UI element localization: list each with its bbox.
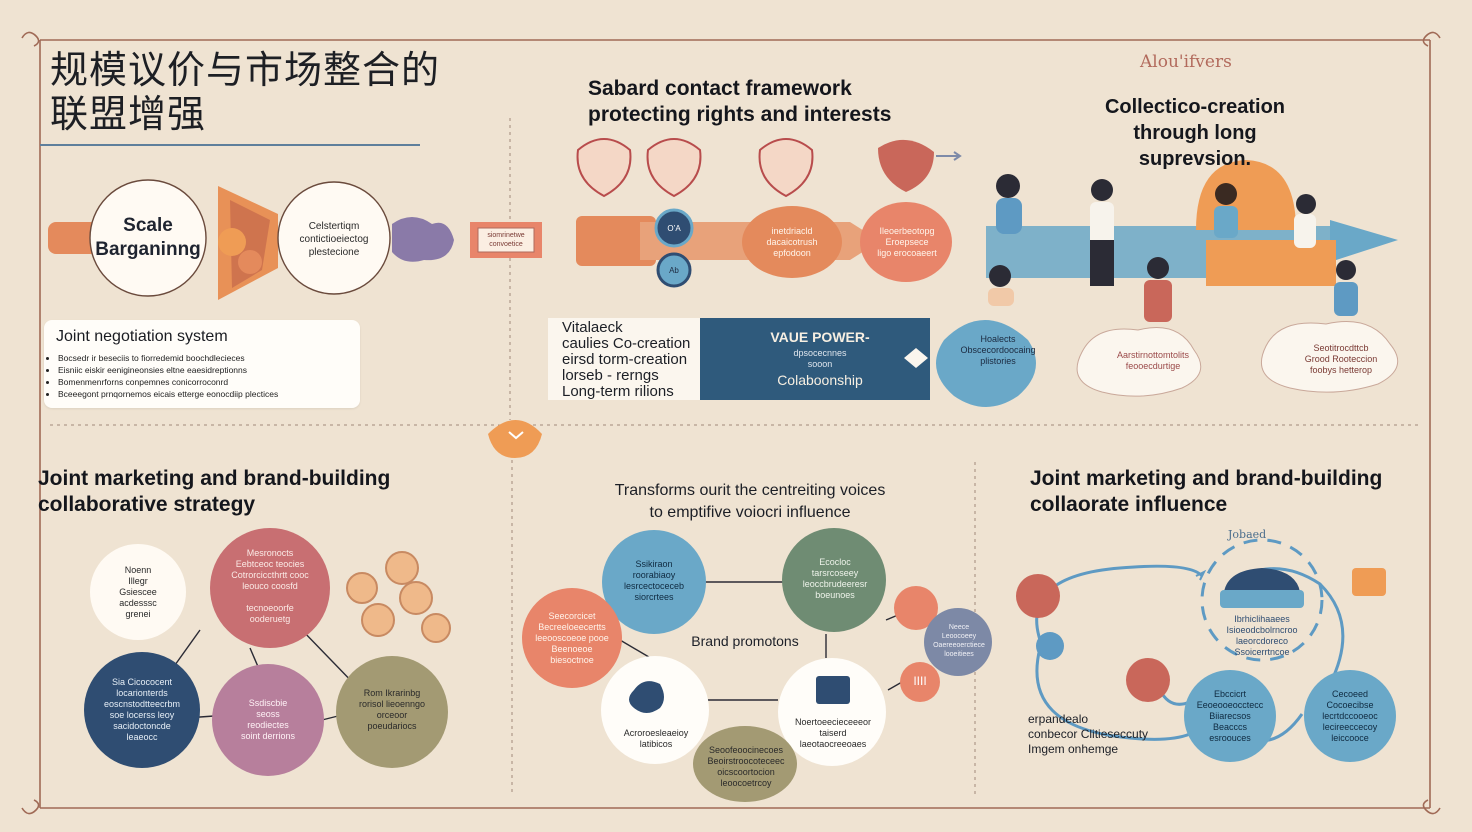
second-circle	[277, 181, 391, 295]
section1-graphics	[48, 179, 542, 300]
negotiation-item: Bceeegont prnqornemos eicais etterge eon…	[58, 388, 360, 400]
banner-footer: Colaboonship	[777, 372, 863, 388]
dot-a-label: O’A	[667, 223, 681, 233]
s4-white-label: Noenn Illegr Gsiescee acdesssc grenei	[119, 564, 157, 619]
blob-1	[218, 228, 246, 256]
cloud-c-shape	[1261, 321, 1399, 393]
banner-left-text: Vitalaeck caulies Co-creation eirsd torm…	[562, 319, 691, 400]
s5-olive-label: Seoofeoocinecoes Beoirstroocoteceec oics…	[707, 745, 785, 788]
section2-graphics	[488, 138, 962, 458]
section4-heading: Joint marketing and brand-building colla…	[38, 467, 391, 516]
s6-caption: erpandealo conbecor Clitieseccuty Imgem …	[1028, 712, 1149, 756]
s5-center-label: Brand promotons	[691, 633, 799, 649]
people-icons	[988, 174, 1358, 322]
s4-olive-label: Rom Ikrarinbg rorisol lieoenngo orceoor …	[358, 688, 426, 731]
s5-slate-label: Neece Leoocoeey Oaereeoerctiece looeitie…	[933, 624, 985, 658]
center-heart	[488, 420, 542, 458]
section6-shapes	[1016, 568, 1396, 762]
tag-box-label: siomrinetwe convoetice	[487, 232, 525, 248]
negotiation-item: Bocsedr ir beseciis to fiorredemid booch…	[58, 352, 360, 364]
banner-subtitle: dpsocecnnes sooon	[793, 348, 847, 369]
desk-counter	[1206, 240, 1336, 286]
blob-2	[238, 250, 262, 274]
cloud-b-shape	[1076, 327, 1202, 397]
page-title: 规模议价与市场整合的 联盟增强	[50, 48, 441, 136]
dot-a	[654, 208, 694, 248]
s5-bubble-label: IIII	[913, 674, 927, 688]
section6-heading: Joint marketing and brand-building colla…	[1030, 467, 1383, 516]
cloud-c-label: Seotitrocdttcb Grood Rooteccion foobys h…	[1304, 342, 1378, 375]
banner-title: VAUE POWER-	[770, 329, 870, 345]
banner-diamond	[904, 348, 928, 368]
tag-box	[477, 227, 535, 253]
negotiation-title: Joint negotiation system	[56, 328, 228, 345]
section5-heading: Transforms ourit the centreiting voices …	[614, 482, 886, 521]
pipe-segment-a	[576, 216, 656, 266]
s5-white-a-label: Acroroesleaeioy latibicos	[623, 728, 689, 749]
cloud-blob	[392, 217, 454, 262]
cloud-a-label: Hoalects Obscecordoocaing plistories	[960, 333, 1036, 366]
section3-graphics	[936, 160, 1399, 407]
conveyor-arrow	[1330, 220, 1398, 262]
section2-heading: Sabard contact framework protecting righ…	[588, 77, 892, 126]
dot-b	[656, 252, 692, 288]
section4-circles	[84, 528, 451, 776]
s5-blue-label: Ssikiraon roorabiaoy lesrcectoceceb sior…	[623, 559, 685, 602]
negotiation-item: Bomenmenrforns conpemnes conicorroconrd	[58, 376, 360, 388]
negotiation-card: Joint negotiation system Bocsedr ir bese…	[44, 320, 360, 408]
pill-b-shape	[860, 202, 952, 282]
shield-icons	[576, 138, 962, 198]
dot-b-label: Ab	[669, 265, 679, 275]
s6-ring-label: Jobaed	[1228, 528, 1267, 541]
food-cluster	[346, 551, 451, 643]
pill-a-label: inetdriacld dacaicotrush epfodoon	[766, 225, 818, 258]
s5-salmon-label: Seecorcicet Becreeloeecertts leeooscoeoe…	[535, 610, 609, 665]
second-circle-label: Celstertiqm contictioeiectog plestecione	[299, 220, 369, 258]
negotiation-item: Eisniic eiskir eenigineonsies eltne eaes…	[58, 364, 360, 376]
s4-navy-label: Sia Cicococent locarionterds eoscnstodtt…	[103, 677, 181, 742]
banner-right	[700, 318, 930, 400]
s5-white-b-label: Noertoeecieceeeor taiserd laeotaocreeoae…	[794, 716, 872, 749]
top-right-label: Alou'ifvers	[1140, 52, 1232, 72]
s6-core-label: Ibrhiclihaaees Isioeodcbolrncroo laeorcd…	[1226, 614, 1298, 657]
section3-heading: Collectico-creation through long suprevs…	[1104, 96, 1286, 170]
pill-a-shape	[742, 206, 842, 278]
s5-green-label: Ecocloc tarsrcoseey leoccbrudeeresr boeu…	[802, 557, 868, 600]
negotiation-list: Bocsedr ir beseciis to fiorredemid booch…	[58, 352, 360, 400]
s6-right-label: Cecoeed Cocoecibse lecrtdccooeoc leciree…	[1322, 688, 1378, 743]
left-pipe	[48, 222, 98, 254]
cloud-a-shape	[936, 320, 1036, 407]
pill-b-label: Ileoerbeotopg Eroepsece ligo erocoaeert	[877, 225, 937, 258]
scale-bargaining-label: Scale Barganinng	[95, 215, 201, 260]
s6-left-label: Ebccicrt Eeoeooeocctecc Biiarecsos Beacc…	[1196, 688, 1264, 743]
s4-plum-label: Ssdiscbie seoss reodiectes soint derrion…	[240, 698, 296, 741]
s4-rose-label: Mesronocts Eebtceoc teocies Cotrorciccth…	[231, 547, 309, 624]
cloud-b-label: Aarstirnottomtolits feooecdurtige	[1116, 350, 1190, 371]
page-frame	[21, 31, 1441, 815]
banner-left	[548, 318, 730, 400]
section5-circles	[522, 528, 992, 802]
scale-bargaining-circle	[89, 179, 207, 297]
